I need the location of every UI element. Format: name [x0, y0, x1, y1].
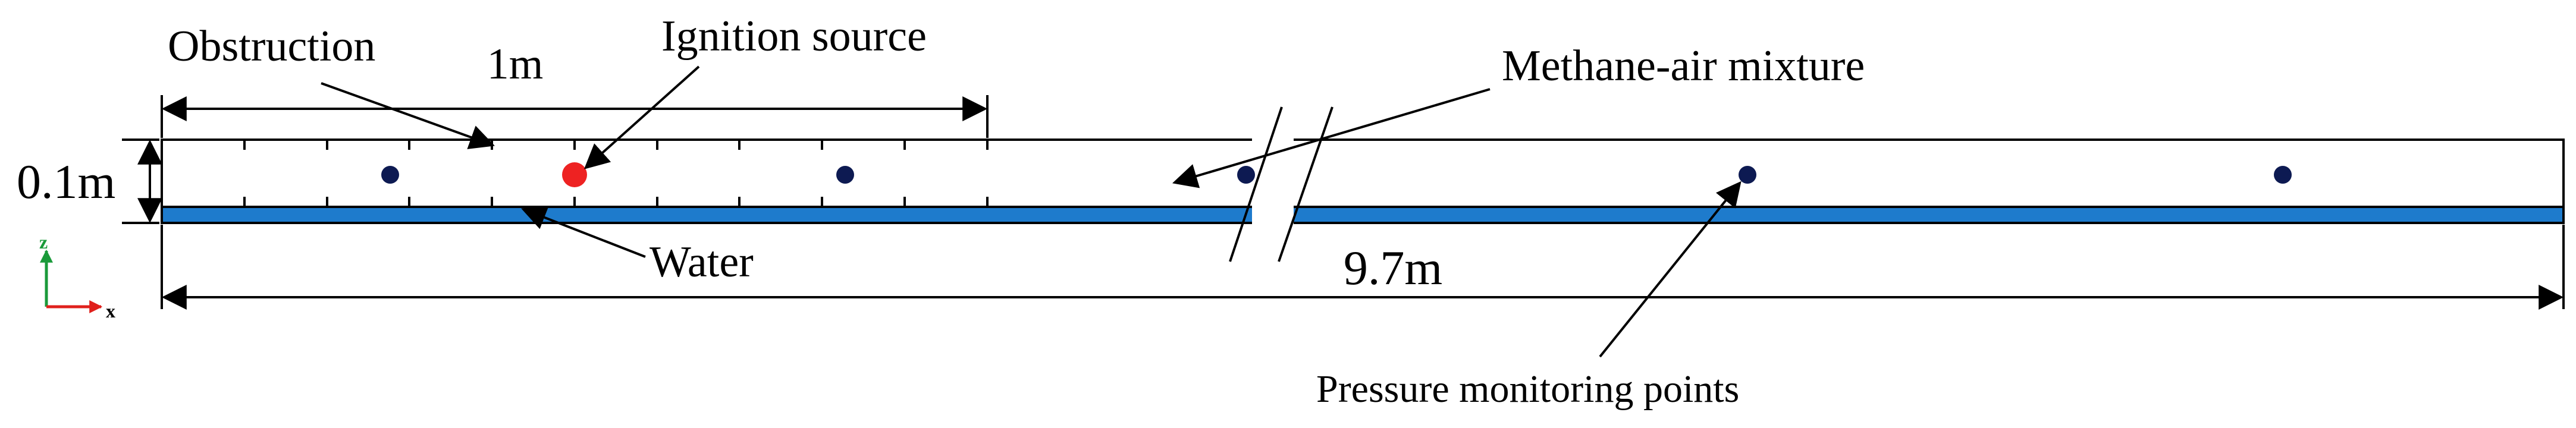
dimension-1m	[161, 95, 989, 138]
obstruction-leader	[321, 82, 495, 149]
obstruction-label: Obstruction	[168, 22, 375, 71]
axis-x-label: x	[106, 300, 115, 322]
methane-air-label: Methane-air mixture	[1502, 42, 1865, 90]
methane-air-leader	[1172, 88, 1491, 188]
ignition-leader	[583, 65, 700, 169]
coordinate-axes	[40, 249, 103, 313]
dimension-total	[161, 225, 2565, 310]
monitor-point	[1237, 166, 1255, 184]
dimension-height	[122, 139, 162, 224]
monitor-point	[2274, 166, 2292, 184]
duct-gas-region	[161, 139, 2565, 208]
break-marks	[1229, 106, 1334, 262]
water-label: Water	[650, 238, 754, 287]
water-leader	[521, 206, 646, 258]
monitor-point	[836, 166, 854, 184]
ignition-source-label: Ignition source	[661, 12, 927, 61]
pressure-points-leader	[1599, 181, 1742, 358]
water-layer	[161, 206, 2565, 224]
length-1m-label: 1m	[487, 40, 544, 89]
ignition-source-marker	[562, 162, 587, 187]
total-length-label: 9.7m	[1344, 241, 1442, 295]
height-label: 0.1m	[17, 155, 115, 209]
pressure-points-label: Pressure monitoring points	[1316, 367, 1739, 411]
axis-z-label: z	[39, 231, 48, 253]
monitor-point	[1739, 166, 1756, 184]
monitor-point	[381, 166, 399, 184]
obstruction-ticks	[243, 140, 989, 207]
